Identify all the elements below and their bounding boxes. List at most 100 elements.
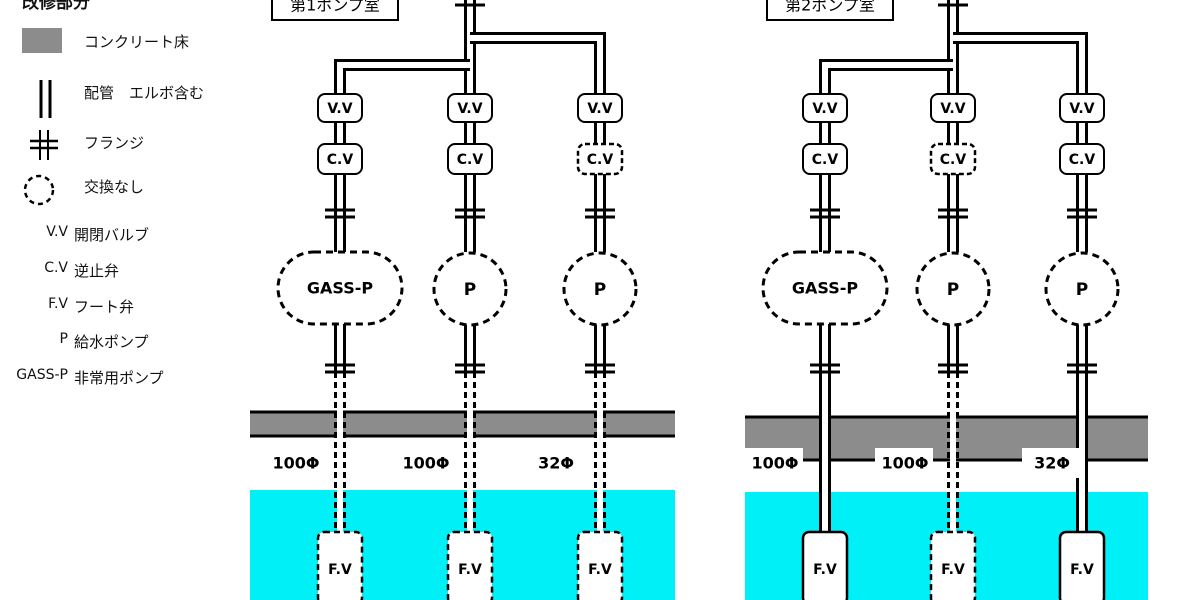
legend-heading: 改修部分 [22,0,90,13]
legend-desc: 給水ポンプ [74,333,149,351]
open-close-valve [802,93,848,123]
foot-valve [576,530,624,600]
open-close-valve-label: V.V [1069,101,1094,117]
check-valve [317,143,363,175]
pipe-size-label: 32Φ [1034,454,1070,473]
legend-flange-row: フランジ [0,128,240,160]
legend-abbr: P [59,331,68,347]
piping-symbol-icon [39,80,52,118]
water-supply-pump [432,251,508,327]
legend-abbr: GASS-P [16,367,68,383]
open-close-valve [317,93,363,123]
pump-line: V.V C.V GASS-P 100Φ F.V [266,93,404,600]
flange-symbol-icon [30,130,58,160]
legend-desc: フート弁 [74,298,135,316]
concrete-swatch [22,28,62,53]
foot-valve [316,530,364,600]
size-label-bg [875,448,933,478]
check-valve-label: C.V [457,152,484,168]
pump-line: V.V C.V P 32Φ F.V [1022,93,1120,600]
water-supply-pump-label: P [464,280,476,300]
legend-item-cv: C.V 逆止弁 [0,260,240,290]
size-label-bg [745,448,803,478]
water-supply-pump [1044,251,1120,327]
foot-valve-label: F.V [941,562,965,578]
foot-valve [1058,530,1106,600]
open-close-valve [1059,93,1105,123]
check-valve-label: C.V [940,152,967,168]
water-supply-pump [562,251,638,327]
foot-valve [446,530,494,600]
check-valve [576,142,624,176]
emergency-pump-label: GASS-P [792,279,858,298]
legend-flange-label: フランジ [84,134,145,152]
size-label-bg [1022,448,1080,478]
legend-concrete-row: コンクリート床 [0,25,240,55]
legend-desc: 非常用ポンプ [74,369,164,387]
room-title: 第1ポンプ室 [271,0,399,21]
foot-valve-label: F.V [458,562,482,578]
legend-piping-row: 配管 エルボ含む [0,78,240,118]
room-title-text: 第2ポンプ室 [785,0,875,15]
concrete-floor [250,412,675,436]
pump-line: V.V C.V GASS-P 100Φ F.V [745,93,889,600]
legend-item-vv: V.V 開閉バルブ [0,224,240,254]
dashed-circle-icon [23,174,55,206]
legend: 改修部分 コンクリート床 配管 エルボ含む フランジ 交換なし V.V 開閉バル… [0,0,240,600]
room-title-text: 第1ポンプ室 [290,0,380,15]
size-label-bg [526,448,584,478]
check-valve [447,143,493,175]
emergency-pump-label: GASS-P [307,279,373,298]
branch-pipe [470,32,606,96]
size-label-bg [396,448,454,478]
pipe-size-label: 100Φ [882,454,929,473]
legend-item-p: P 給水ポンプ [0,331,240,361]
legend-desc: 開閉バルブ [74,226,150,244]
pipe-size-label: 100Φ [752,454,799,473]
check-valve-label: C.V [1069,152,1096,168]
branch-pipe-core [470,35,603,96]
legend-item-gass-p: GASS-P 非常用ポンプ [0,367,240,397]
branch-pipe [819,59,953,96]
legend-concrete-label: コンクリート床 [84,33,190,51]
branch-pipe [953,32,1088,96]
open-close-valve [447,93,493,123]
foot-valve [929,530,977,600]
check-valve [802,143,848,175]
water-supply-pump-label: P [947,280,959,300]
open-close-valve [577,93,623,123]
branch-pipe-core [953,35,1085,96]
legend-no-replacement-label: 交換なし [84,178,145,196]
branch-pipe [334,59,470,96]
pipe-size-label: 100Φ [273,454,320,473]
open-close-valve-label: V.V [587,101,612,117]
check-valve-label: C.V [327,152,354,168]
room-title: 第2ポンプ室 [766,0,894,21]
legend-piping-label: 配管 エルボ含む [84,84,205,102]
check-valve [1059,143,1105,175]
foot-valve [801,530,849,600]
size-label-bg [266,448,324,478]
check-valve-label: C.V [812,152,839,168]
legend-no-replacement-row: 交換なし [0,172,240,206]
emergency-pump [761,250,889,326]
foot-valve-label: F.V [813,562,837,578]
foot-valve-label: F.V [328,562,352,578]
open-close-valve-label: V.V [327,101,352,117]
foot-valve-label: F.V [1070,562,1094,578]
foot-valve-label: F.V [588,562,612,578]
pipe-size-label: 32Φ [538,454,574,473]
pump-room-1: 第1ポンプ室V.VC.VGASS-P100ΦF.VV.VC.VP100ΦF.VV… [250,0,675,600]
water-supply-pump-label: P [1076,280,1088,300]
legend-abbr: C.V [44,260,68,276]
branch-pipe-core [822,62,953,96]
open-close-valve-label: V.V [812,101,837,117]
pump-room-2: 第2ポンプ室V.VC.VGASS-P100ΦF.VV.VC.VP100ΦF.VV… [745,0,1148,600]
open-close-valve [930,93,976,123]
room-title-box [766,0,894,21]
water-supply-pump-label: P [594,280,606,300]
